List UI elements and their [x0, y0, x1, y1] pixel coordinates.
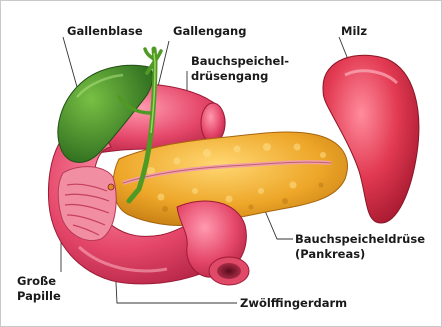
pancreatic-duct-label-line1: Bauchspeichel-: [191, 54, 289, 69]
pancreas-label-line1: Bauchspeicheldrüse: [295, 232, 425, 247]
gallbladder-label: Gallenblase: [67, 24, 143, 39]
duodenum-bulb-end: [201, 103, 225, 143]
major-papilla-marker: [108, 184, 114, 190]
duodenum-label: Zwölffingerdarm: [240, 296, 347, 311]
pancreas-label: Bauchspeicheldrüse (Pankreas): [295, 232, 425, 262]
pancreatic-duct-label-line2: drüsengang: [191, 69, 289, 84]
papilla-label-line1: Große: [17, 274, 61, 289]
pancreas-label-line2: (Pankreas): [295, 247, 425, 262]
bile-duct-label: Gallengang: [173, 24, 246, 39]
papilla-label-line2: Papille: [17, 289, 61, 304]
papilla-label: Große Papille: [17, 274, 61, 304]
spleen-label: Milz: [341, 24, 367, 39]
pancreatic-duct-label: Bauchspeichel- drüsengang: [191, 54, 289, 84]
spleen-shape: [323, 55, 419, 223]
gallbladder-leader-line: [63, 37, 77, 87]
duodenum-lumen: [217, 263, 241, 279]
